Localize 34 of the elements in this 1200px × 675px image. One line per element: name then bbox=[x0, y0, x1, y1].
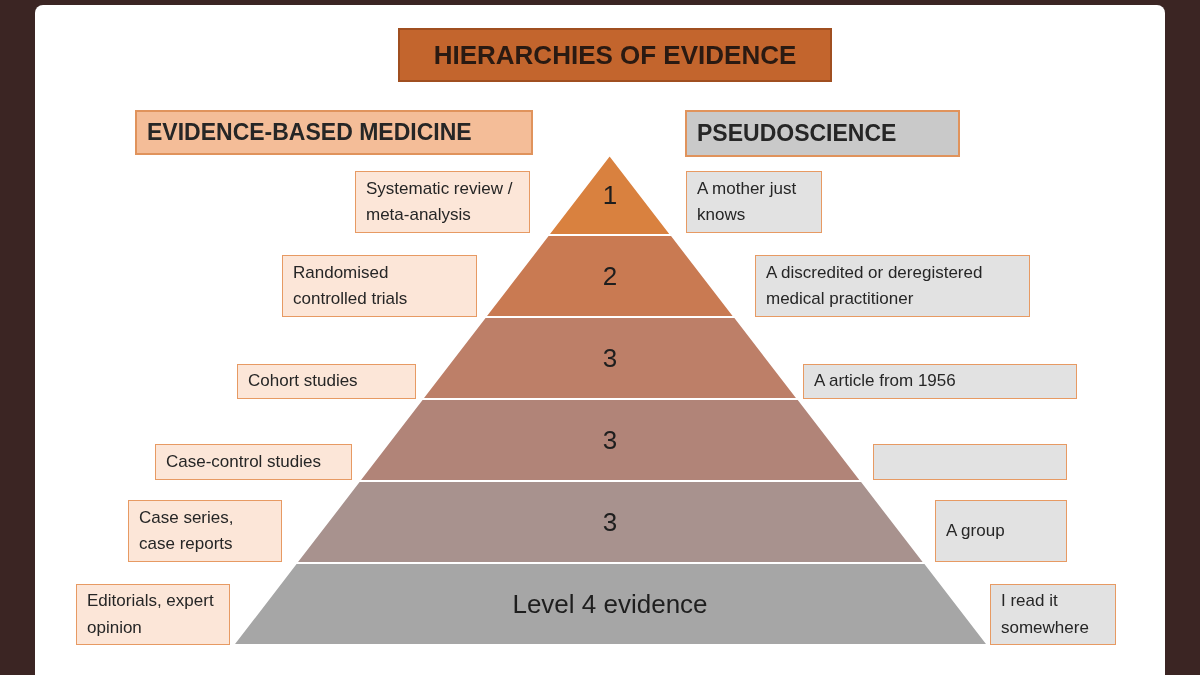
evidence-box bbox=[237, 364, 416, 399]
box-text: Systematic review / meta-analysis bbox=[366, 177, 514, 226]
box-text: I read it somewhere bbox=[1001, 590, 1090, 639]
title: HIERARCHIES OF EVIDENCE bbox=[398, 28, 832, 82]
evidence-box bbox=[990, 584, 1116, 645]
box-text: A group bbox=[946, 519, 1005, 542]
box-text: A mother just knows bbox=[697, 177, 798, 226]
box-text: A article from 1956 bbox=[814, 370, 956, 393]
empty-box bbox=[873, 444, 1067, 480]
level-label: 3 bbox=[602, 424, 618, 456]
evidence-box bbox=[935, 500, 1067, 562]
level-label: 2 bbox=[602, 260, 618, 292]
level-label: 3 bbox=[602, 506, 618, 538]
box-text: Editorials, expert opinion bbox=[87, 590, 215, 639]
box-text: Case series, case reports bbox=[139, 506, 235, 555]
evidence-box bbox=[155, 444, 352, 480]
column-header bbox=[135, 110, 533, 155]
level-label: 3 bbox=[602, 342, 618, 374]
evidence-box bbox=[803, 364, 1077, 399]
box-text: Cohort studies bbox=[248, 370, 358, 393]
level-label: 1 bbox=[602, 179, 618, 211]
box-text: EVIDENCE-BASED MEDICINE bbox=[147, 119, 472, 146]
evidence-box bbox=[76, 584, 230, 645]
evidence-box bbox=[755, 255, 1030, 317]
box-text: Case-control studies bbox=[166, 450, 321, 473]
box-text: A discredited or deregistered medical practitioner bbox=[766, 261, 984, 310]
evidence-box bbox=[686, 171, 822, 233]
column-header bbox=[685, 110, 960, 157]
box-text: PSEUDOSCIENCE bbox=[697, 120, 897, 147]
box-text: Randomised controlled trials bbox=[293, 261, 409, 310]
level-label: Level 4 evidence bbox=[512, 588, 708, 620]
evidence-box bbox=[282, 255, 477, 317]
evidence-box bbox=[128, 500, 282, 562]
evidence-box bbox=[355, 171, 530, 233]
